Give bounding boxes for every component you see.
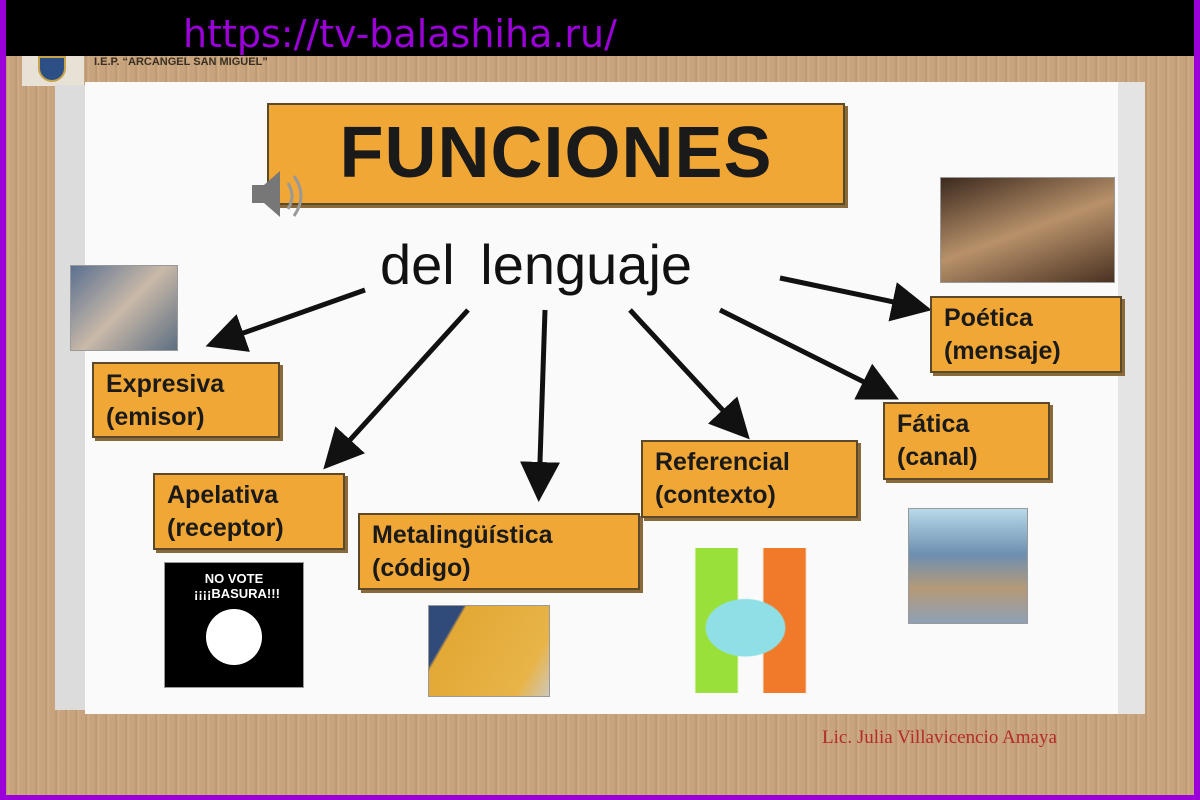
school-name: I.E.P. “ARCANGEL SAN MIGUEL” — [94, 56, 268, 68]
box-fatica: Fática(canal) — [883, 402, 1050, 480]
school-logo — [22, 56, 84, 86]
arrow-apelativa — [323, 308, 470, 470]
arrow-poetica — [779, 275, 932, 322]
photo-poem — [940, 177, 1115, 283]
illustration-conversation — [686, 548, 856, 693]
box-metalinguistica: Metalingüística(código) — [358, 513, 640, 590]
arrow-expresiva — [205, 287, 366, 352]
photo-dictionary — [428, 605, 550, 697]
box-poetica: Poética(mensaje) — [930, 296, 1122, 373]
slide-shadow — [55, 85, 87, 710]
box-referencial: Referencial(contexto) — [641, 440, 858, 518]
poster-no-vote: NO VOTE ¡¡¡¡BASURA!!! — [164, 562, 304, 688]
speaker-icon — [252, 171, 303, 217]
subtitle: del lenguaje — [380, 233, 693, 296]
arrow-referencial — [628, 308, 750, 440]
author-signature: Lic. Julia Villavicencio Amaya — [822, 727, 1057, 748]
box-expresiva: Expresiva(emisor) — [92, 362, 280, 438]
arrow-fatica — [718, 307, 899, 400]
photo-canal — [908, 508, 1028, 624]
arrow-metalinguistica — [519, 309, 560, 502]
slide-edge — [1118, 82, 1145, 714]
box-apelativa: Apelativa(receptor) — [153, 473, 345, 550]
watermark-url: https://tv-balashiha.ru/ — [183, 12, 617, 56]
photo-emisor — [70, 265, 178, 351]
top-bar — [0, 0, 1200, 56]
title-box: FUNCIONES — [267, 103, 845, 205]
